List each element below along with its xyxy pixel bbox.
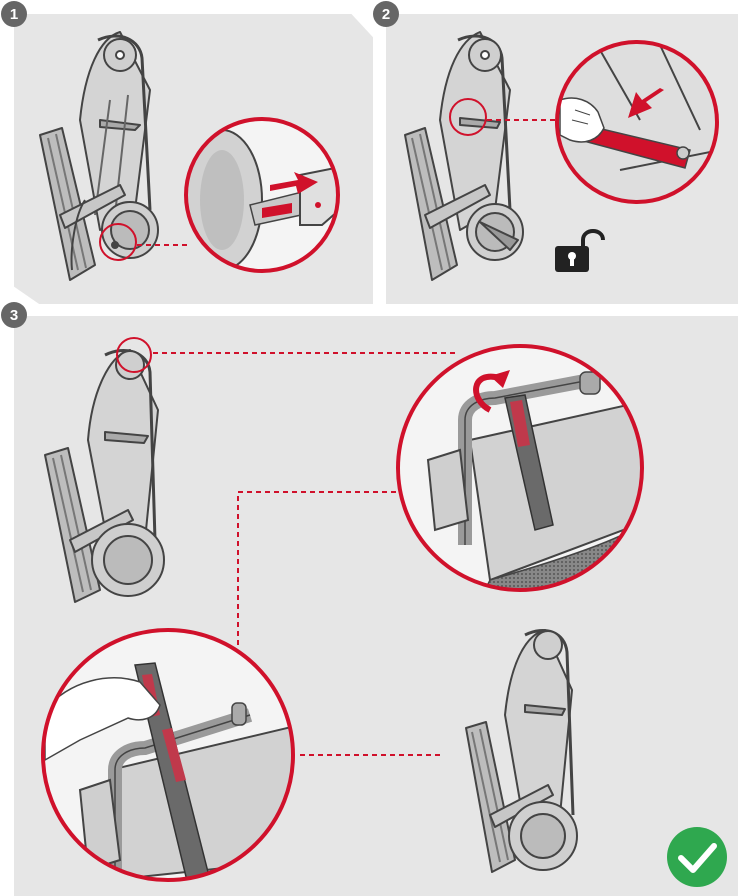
check-icon <box>667 827 727 887</box>
step-3-callout-line-middle <box>238 492 400 645</box>
step-1-detail-zoom <box>182 119 345 271</box>
step-2-badge: 2 <box>373 1 399 27</box>
step-1-badge: 1 <box>1 1 27 27</box>
step-1-folded-stroller <box>40 32 158 280</box>
step-3-badge: 3 <box>1 302 27 328</box>
step-3-folded-stroller-top <box>45 350 164 602</box>
step-2-folded-stroller <box>405 32 523 280</box>
step-3-detail-zoom-rotate <box>398 346 660 600</box>
step-2-detail-zoom <box>557 40 720 210</box>
unlock-icon <box>555 231 603 272</box>
step-3-detail-zoom-secure <box>43 630 300 885</box>
step-3-folded-stroller-final <box>466 630 577 872</box>
